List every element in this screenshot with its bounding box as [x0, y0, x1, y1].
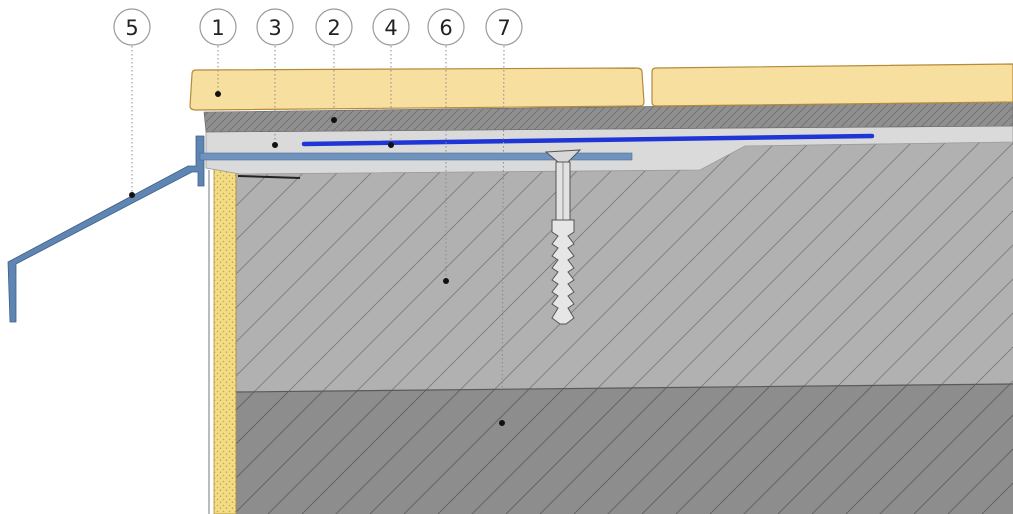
anchor-dowel [544, 149, 582, 325]
tile-right [651, 63, 1013, 107]
drip-edge-profile [7, 135, 205, 323]
tile-left [189, 67, 645, 111]
callout-5-label: 5 [125, 16, 138, 40]
callout-6: 6 [427, 8, 465, 46]
callout-3-label: 3 [268, 16, 281, 40]
callout-1: 1 [199, 8, 237, 46]
callout-7: 7 [485, 8, 523, 46]
callout-2-label: 2 [327, 16, 340, 40]
insulation-strip [213, 165, 237, 514]
callout-5: 5 [113, 8, 151, 46]
concrete-slab-upper [236, 142, 1013, 392]
leader-dot-1 [215, 91, 221, 97]
sealing-tape [301, 133, 875, 147]
membrane-dark-edge [237, 175, 301, 179]
drip-edge-flange [199, 152, 633, 161]
concrete-joint-line [235, 383, 1013, 393]
leader-dot-4 [388, 142, 394, 148]
leader-dot-2 [331, 117, 337, 123]
concrete-base-lower [236, 384, 1013, 514]
callout-6-label: 6 [439, 16, 452, 40]
glare-artifact [144, 308, 188, 352]
callout-4-label: 4 [384, 16, 397, 40]
leader-dot-6 [443, 278, 449, 284]
callout-1-label: 1 [211, 16, 224, 40]
leader-dot-7 [499, 420, 505, 426]
callout-7-label: 7 [497, 16, 510, 40]
leader-7 [501, 45, 505, 424]
leader-dot-5 [129, 192, 135, 198]
callout-4: 4 [372, 8, 410, 46]
callout-3: 3 [256, 8, 294, 46]
leader-dot-3 [272, 142, 278, 148]
callout-2: 2 [315, 8, 353, 46]
